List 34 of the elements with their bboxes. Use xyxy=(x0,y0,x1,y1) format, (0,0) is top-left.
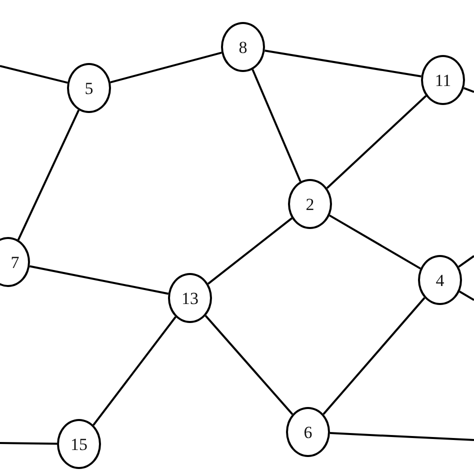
connector-line xyxy=(463,87,474,93)
connector-line xyxy=(29,265,169,295)
node-number: 4 xyxy=(436,272,444,288)
connector-line xyxy=(17,110,80,240)
connector-line xyxy=(326,95,427,189)
connector-line xyxy=(92,316,176,426)
node-number: 15 xyxy=(70,436,88,452)
connector-line xyxy=(0,65,68,84)
graph-node-circle xyxy=(168,273,212,323)
connector-line xyxy=(252,69,302,182)
connector-line xyxy=(330,432,474,441)
connector-line xyxy=(204,315,294,415)
node-number: 13 xyxy=(182,290,198,306)
connector-line xyxy=(459,290,474,301)
graph-node-circle xyxy=(288,179,332,229)
connector-line xyxy=(329,214,421,270)
connector-line xyxy=(0,442,58,445)
graph-node-circle xyxy=(57,419,101,469)
graph-node-circle xyxy=(421,55,465,105)
graph-node-circle xyxy=(67,63,111,113)
node-number: 5 xyxy=(84,80,94,96)
connector-line xyxy=(208,217,292,285)
connector-line xyxy=(322,297,426,415)
graph-node-circle xyxy=(286,407,330,457)
node-number: 11 xyxy=(434,72,452,88)
connector-line xyxy=(110,52,222,84)
node-number: 8 xyxy=(238,38,248,56)
node-number: 6 xyxy=(304,424,312,440)
node-number: 7 xyxy=(10,254,20,270)
connector-line xyxy=(458,255,474,268)
node-number: 2 xyxy=(306,196,314,212)
graph-node-circle xyxy=(418,255,462,305)
connector-line xyxy=(264,50,422,78)
graph-node-circle xyxy=(221,22,265,72)
